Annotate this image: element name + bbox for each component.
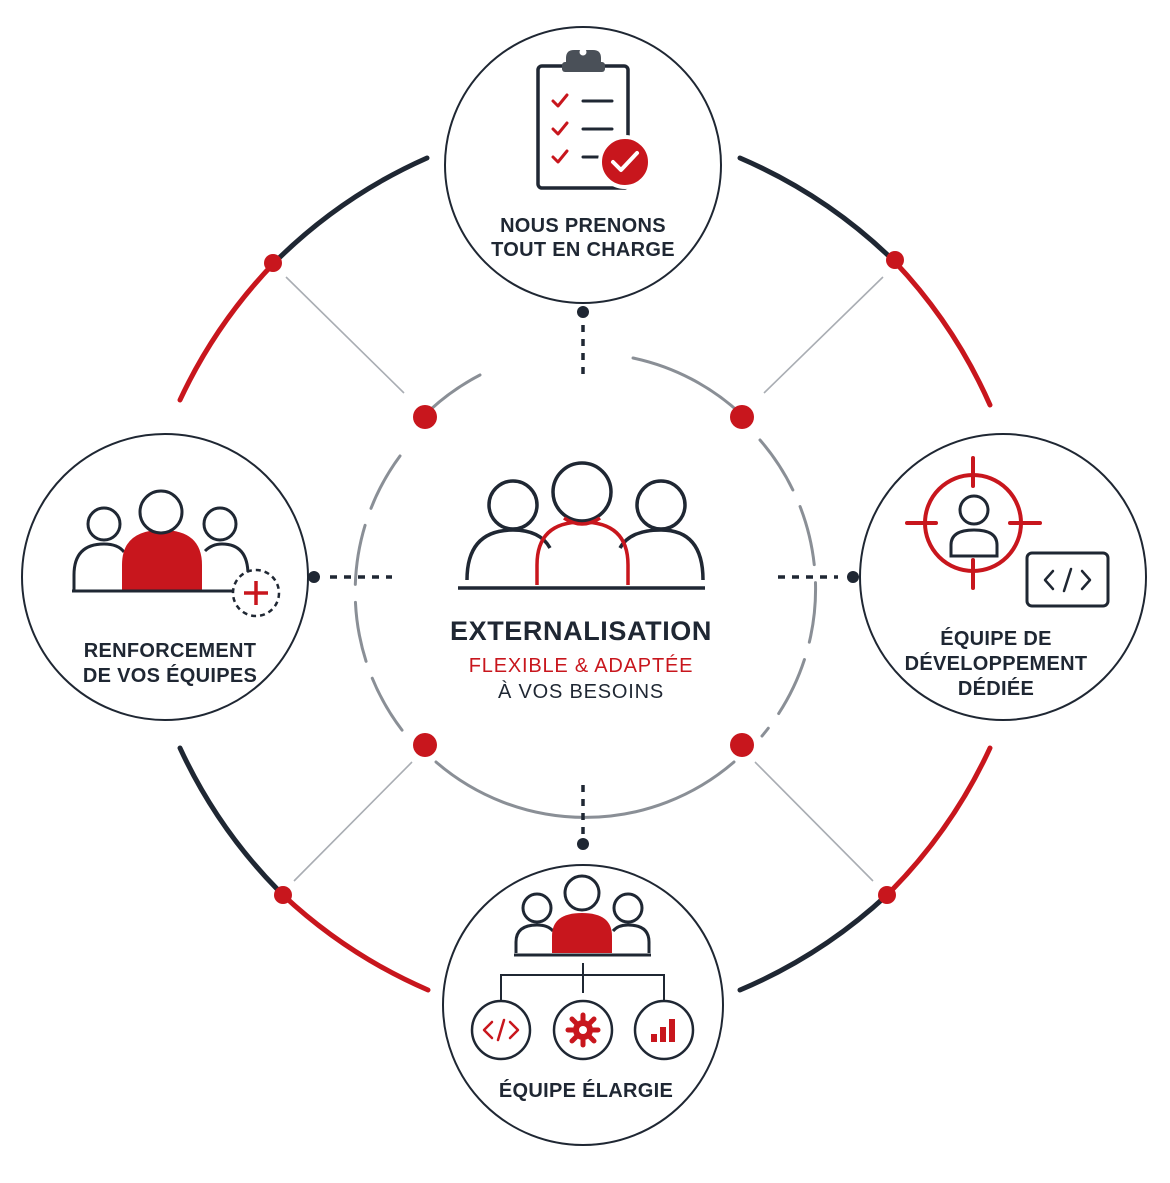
node-top-circle xyxy=(444,26,722,304)
node-bottom-label-line-1: ÉQUIPE ÉLARGIE xyxy=(499,1079,673,1102)
node-right-label-line-3: DÉDIÉE xyxy=(958,677,1034,700)
outer-ring-arc-left-bottom-dark xyxy=(177,745,286,898)
outer-ring-arc-top-right-dark xyxy=(737,155,898,265)
gear-icon xyxy=(552,999,614,1061)
node-left-label-line-2: DE VOS ÉQUIPES xyxy=(83,664,257,687)
node-top-label-line-2: TOUT EN CHARGE xyxy=(491,239,675,261)
inner-ring-arc-left xyxy=(353,454,412,742)
node-right-circle xyxy=(859,433,1147,721)
outer-ring-arc-bottom-right-dark xyxy=(737,892,890,993)
node-left: RENFORCEMENT DE VOS ÉQUIPES xyxy=(21,433,309,721)
outer-ring-arc-bottom-left-red xyxy=(280,892,431,993)
outer-ring-arc-left-top-red xyxy=(177,259,278,403)
inner-ring-arc-bottom xyxy=(434,760,736,819)
inner-ring-arc-right xyxy=(758,438,818,738)
node-top-label-line-1: NOUS PRENONS xyxy=(500,215,666,237)
spoke-dot-right xyxy=(847,571,859,583)
outer-ring-arc-right-bottom-red xyxy=(884,745,993,898)
center-hub: EXTERNALISATION FLEXIBLE & ADAPTÉE À VOS… xyxy=(450,461,712,703)
connector-top-right xyxy=(763,276,884,394)
outer-ring-arc-top-left-dark xyxy=(272,155,430,265)
node-right-label-line-1: ÉQUIPE DE xyxy=(940,627,1052,650)
center-sub-line: À VOS BESOINS xyxy=(498,680,664,703)
node-right: ÉQUIPE DE DÉVELOPPEMENT DÉDIÉE xyxy=(859,433,1147,721)
inner-dot-top-right xyxy=(730,405,754,429)
spoke-end-dots xyxy=(308,306,859,850)
bar-chart-icon xyxy=(633,999,695,1061)
outer-dot-top-left xyxy=(264,254,282,272)
extended-team-icon xyxy=(470,874,695,1061)
inner-dot-top-left xyxy=(413,405,437,429)
outer-dot-bottom-right xyxy=(878,886,896,904)
center-title: EXTERNALISATION xyxy=(450,616,712,646)
diagonal-connectors xyxy=(285,276,884,882)
node-left-label-line-1: RENFORCEMENT xyxy=(84,640,257,662)
node-right-label-line-2: DÉVELOPPEMENT xyxy=(905,652,1088,675)
spoke-dot-bottom xyxy=(577,838,589,850)
connector-bottom-right xyxy=(754,761,874,882)
connector-bottom-left xyxy=(293,761,413,882)
outer-ring-arc-right-top-red xyxy=(892,259,993,408)
inner-ring-arc-top-right xyxy=(631,356,744,417)
spoke-dot-left xyxy=(308,571,320,583)
outer-ring xyxy=(177,155,993,993)
team-icon xyxy=(458,461,705,590)
node-top: NOUS PRENONS TOUT EN CHARGE xyxy=(444,26,722,304)
target-user-code-icon xyxy=(905,456,1110,608)
clipboard-check-icon xyxy=(536,48,652,190)
dotted-spokes xyxy=(330,325,838,835)
connector-top-left xyxy=(285,276,405,394)
outer-dot-bottom-left xyxy=(274,886,292,904)
outer-dot-top-right xyxy=(886,251,904,269)
code-icon xyxy=(470,999,532,1061)
red-dots xyxy=(264,251,904,904)
team-add-icon xyxy=(72,489,281,618)
inner-ring xyxy=(353,356,818,819)
spoke-dot-top xyxy=(577,306,589,318)
center-accent-line: FLEXIBLE & ADAPTÉE xyxy=(469,654,694,677)
inner-dot-bottom-left xyxy=(413,733,437,757)
inner-ring-arc-top-left xyxy=(428,373,482,412)
inner-dot-bottom-right xyxy=(730,733,754,757)
node-bottom: ÉQUIPE ÉLARGIE xyxy=(442,864,724,1146)
